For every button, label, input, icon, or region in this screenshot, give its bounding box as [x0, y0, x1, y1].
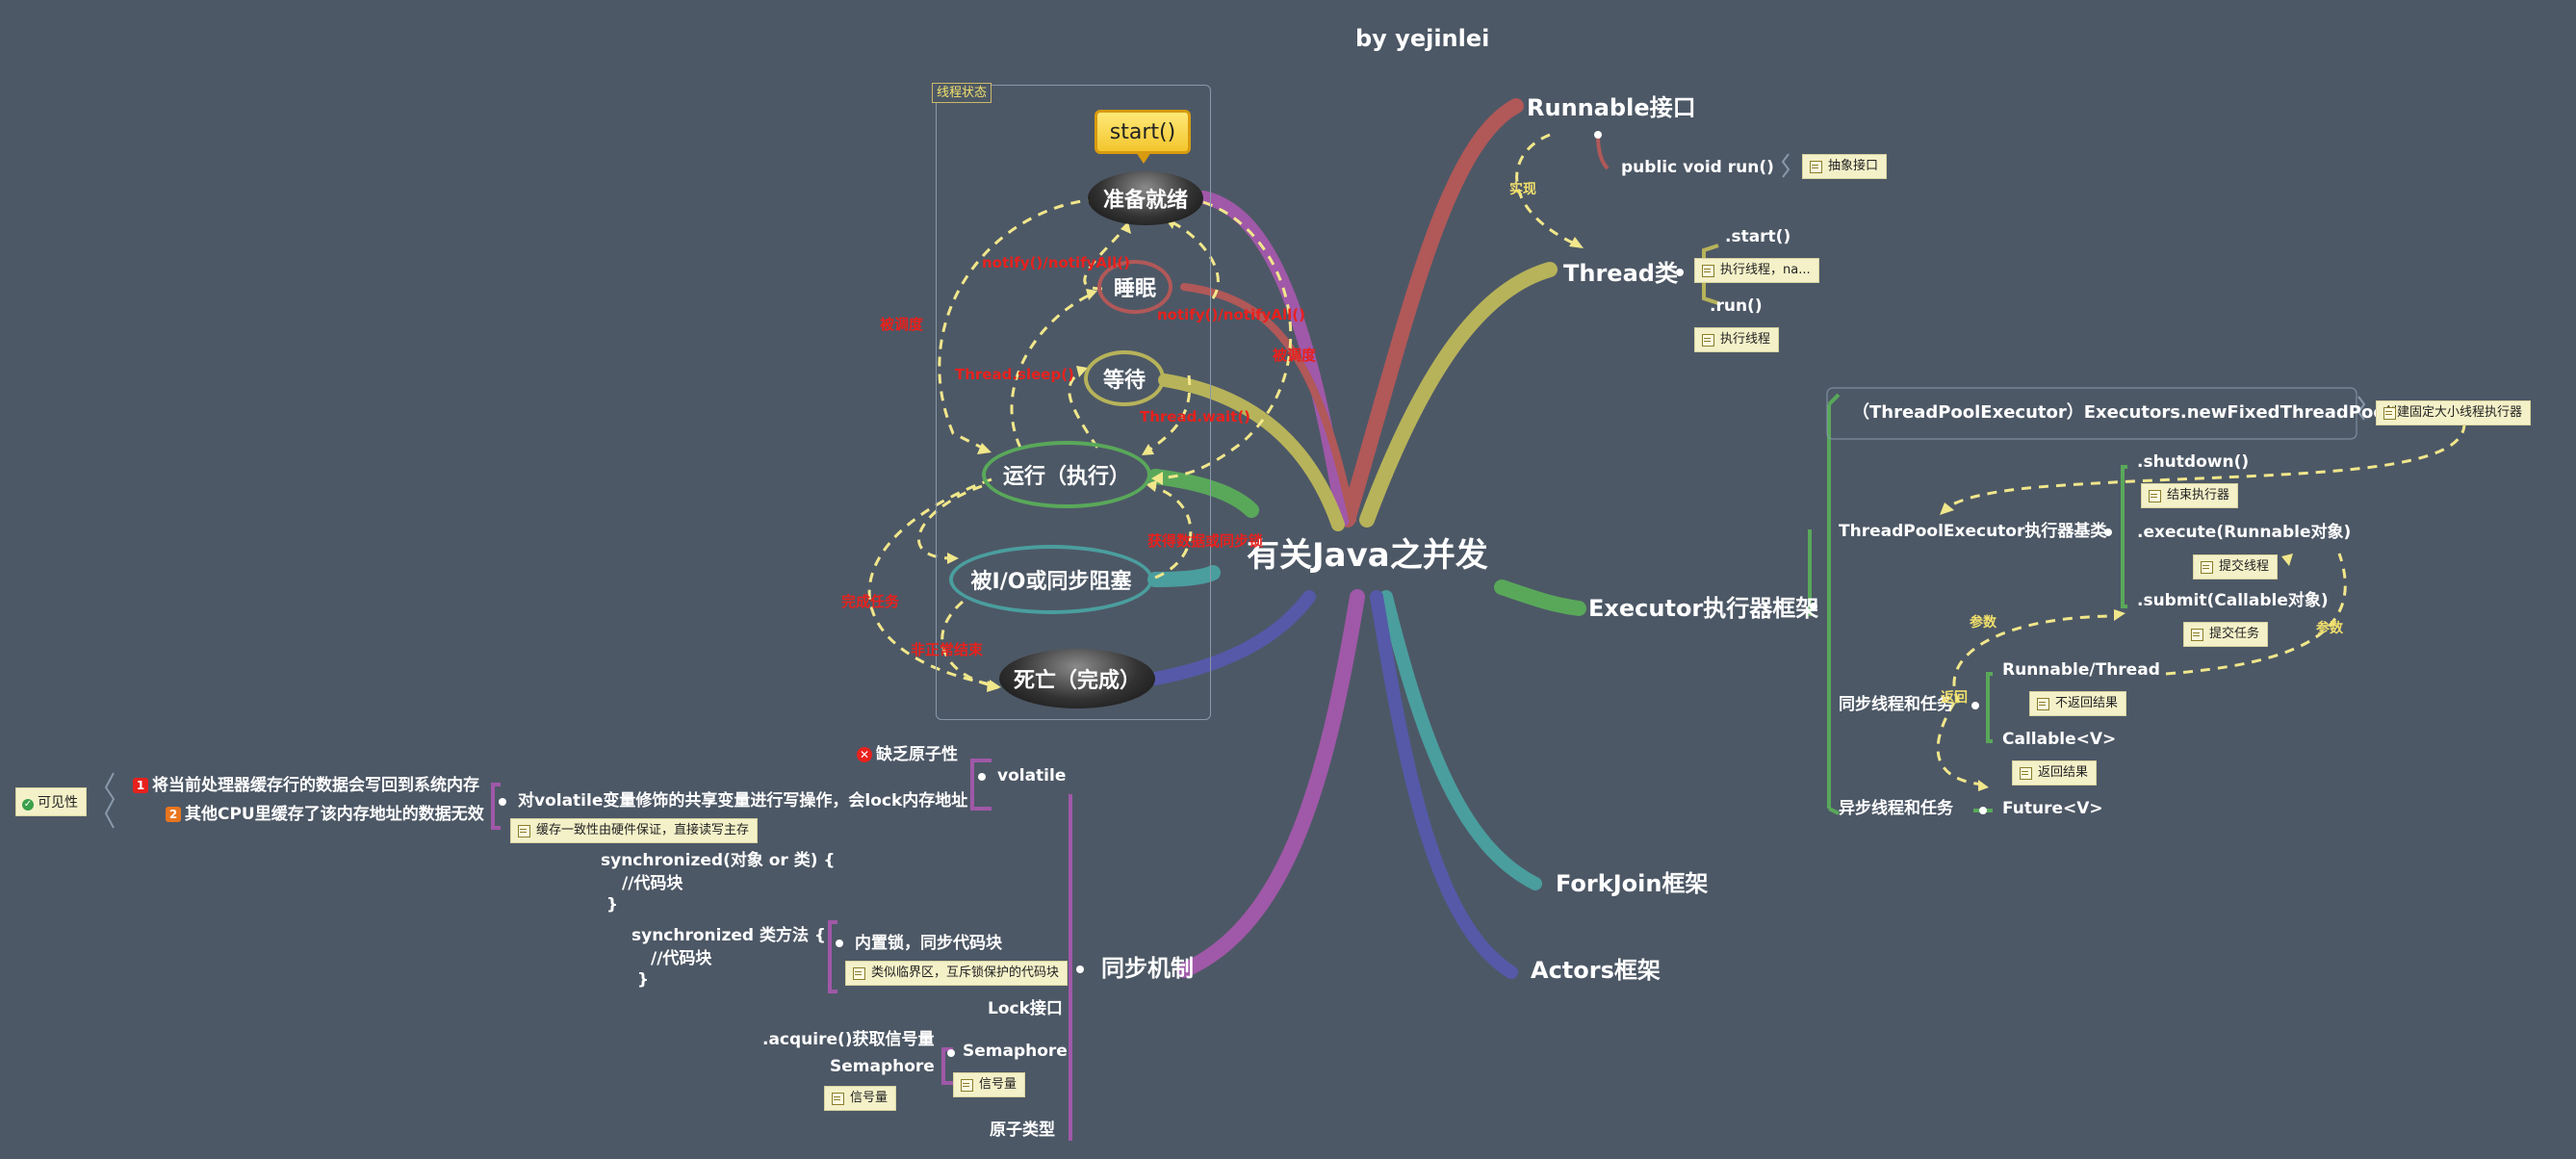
label-param-2: 参数	[2316, 621, 2343, 636]
sync-volatile-missing[interactable]: 缺乏原子性	[876, 745, 958, 764]
executor-shutdown[interactable]: .shutdown()	[2137, 452, 2250, 472]
executor-base[interactable]: ThreadPoolExecutor执行器基类	[1839, 522, 2107, 541]
sync-semaphore-left-note: 信号量	[824, 1086, 897, 1111]
sync-code2-line3: }	[637, 970, 650, 990]
visibility-item-2[interactable]: 其他CPU里缓存了该内存地址的数据无效	[185, 805, 484, 824]
thread-start-note: 执行线程，na...	[1694, 258, 1819, 283]
sync-semaphore[interactable]: Semaphore	[963, 1042, 1068, 1061]
state-ready[interactable]: 准备就绪	[1088, 171, 1203, 225]
thread-run-method[interactable]: .run()	[1710, 296, 1763, 316]
center-topic[interactable]: 有关Java之并发	[1247, 536, 1488, 575]
thread-state-tag: 线程状态	[932, 83, 992, 103]
label-return: 返回	[1941, 690, 1968, 706]
label-thread-wait: Thread.wait()	[1140, 408, 1251, 425]
thread-start-method[interactable]: .start()	[1725, 227, 1791, 246]
start-callout[interactable]: start()	[1095, 110, 1191, 154]
sync-code1-line3: }	[606, 895, 619, 914]
forkjoin-title[interactable]: ForkJoin框架	[1556, 870, 1709, 897]
label-scheduled: 被调度	[880, 316, 924, 333]
sync-lock[interactable]: Lock接口	[988, 999, 1063, 1018]
executor-title[interactable]: Executor执行器框架	[1588, 595, 1819, 622]
branch-forkjoin	[1379, 590, 1542, 890]
state-wait[interactable]: 等待	[1084, 350, 1165, 406]
sync-title[interactable]: 同步机制	[1101, 955, 1194, 982]
state-running-label: 运行（执行）	[1002, 465, 1130, 489]
label-notify-2: notify()/notifyAll()	[1157, 306, 1305, 323]
state-dead-label: 死亡（完成）	[1013, 669, 1141, 693]
executor-sync[interactable]: 同步线程和任务	[1839, 695, 1953, 714]
executor-future[interactable]: Future<V>	[2002, 799, 2103, 818]
sync-volatile-desc[interactable]: 对volatile变量修饰的共享变量进行写操作，会lock内存地址	[518, 791, 968, 811]
start-callout-label: start()	[1109, 119, 1176, 144]
label-exception: 非正常结束	[911, 641, 984, 658]
executor-factory-note: 创建固定大小线程执行器	[2376, 400, 2532, 425]
label-scheduled-2: 被调度	[1273, 347, 1317, 364]
label-finish: 完成任务	[841, 593, 900, 610]
branch-executor	[1494, 580, 1586, 616]
executor-runnable-thread-note: 不返回结果	[2029, 691, 2127, 716]
visibility-item-1[interactable]: 将当前处理器缓存行的数据会写回到系统内存	[152, 776, 479, 795]
state-sleep-label: 睡眠	[1113, 277, 1156, 301]
state-blocked[interactable]: 被I/O或同步阻塞	[949, 545, 1153, 614]
branch-dead	[1148, 590, 1316, 685]
branch-thread	[1359, 262, 1558, 528]
factory-box	[1826, 387, 2357, 440]
branch-runnable	[1340, 98, 1524, 528]
executor-callable-note: 返回结果	[2012, 760, 2098, 786]
sync-monitor[interactable]: 内置锁，同步代码块	[855, 934, 1002, 953]
sync-volatile[interactable]: volatile	[997, 766, 1067, 786]
branch-wait	[1158, 373, 1345, 531]
runnable-method-note: 抽象接口	[1802, 154, 1888, 179]
sync-code1-line2: //代码块	[622, 874, 683, 893]
executor-runnable-thread[interactable]: Runnable/Thread	[2002, 660, 2160, 680]
sync-code2-line2: //代码块	[651, 949, 712, 968]
sync-semaphore-note: 信号量	[953, 1072, 1026, 1097]
state-dead[interactable]: 死亡（完成）	[999, 649, 1155, 708]
branch-actors	[1370, 590, 1518, 979]
visibility-label: 可见性	[38, 795, 78, 811]
runnable-method[interactable]: public void run()	[1621, 158, 1774, 177]
sync-atomic[interactable]: 原子类型	[990, 1120, 1055, 1140]
state-sleep[interactable]: 睡眠	[1097, 260, 1172, 314]
branch-ready	[1197, 191, 1350, 527]
runnable-title[interactable]: Runnable接口	[1527, 94, 1696, 121]
actors-title[interactable]: Actors框架	[1531, 957, 1661, 984]
sync-monitor-note: 类似临界区，互斥锁保护的代码块	[845, 961, 1069, 986]
thread-class-title[interactable]: Thread类	[1563, 260, 1678, 287]
label-thread-sleep: Thread.sleep()	[955, 366, 1074, 383]
sync-acquire[interactable]: .acquire()获取信号量	[762, 1030, 935, 1049]
thread-run-note: 执行线程	[1694, 327, 1780, 352]
label-param-1: 参数	[1970, 615, 1996, 631]
executor-submit[interactable]: .submit(Callable对象)	[2137, 591, 2329, 610]
start-callout-pointer	[1136, 152, 1151, 164]
sync-code2-line1: synchronized 类方法 {	[631, 926, 827, 945]
branch-sleep	[1180, 283, 1356, 524]
state-ready-label: 准备就绪	[1102, 189, 1188, 213]
sync-semaphore-left[interactable]: Semaphore	[830, 1057, 935, 1076]
visibility-tag[interactable]: ✓ 可见性	[15, 787, 87, 816]
executor-submit-note: 提交任务	[2183, 622, 2269, 647]
thread-state-frame	[936, 85, 1211, 720]
state-running[interactable]: 运行（执行）	[982, 441, 1151, 508]
executor-callable[interactable]: Callable<V>	[2002, 730, 2117, 749]
sync-volatile-note: 缓存一致性由硬件保证，直接读写主存	[510, 818, 759, 843]
executor-shutdown-note: 结束执行器	[2141, 483, 2239, 508]
author-label: by yejinlei	[1355, 25, 1490, 52]
executor-factory[interactable]: （ThreadPoolExecutor）Executors.newFixedTh…	[1852, 402, 2422, 423]
priority-2-icon: 2	[166, 807, 181, 822]
executor-execute-note: 提交线程	[2193, 554, 2279, 580]
branch-sync	[1176, 589, 1365, 978]
label-notify-1: notify()/notifyAll()	[982, 254, 1130, 271]
label-implements: 实现	[1509, 182, 1536, 197]
executor-execute[interactable]: .execute(Runnable对象)	[2137, 523, 2352, 542]
state-blocked-label: 被I/O或同步阻塞	[970, 570, 1132, 594]
executor-async[interactable]: 异步线程和任务	[1839, 799, 1953, 818]
check-icon: ✓	[22, 799, 34, 811]
state-wait-label: 等待	[1102, 369, 1146, 393]
label-got-data: 获得数据或同步锁	[1147, 532, 1264, 550]
sync-code1-line1: synchronized(对象 or 类) {	[601, 851, 836, 870]
error-icon: ✕	[857, 747, 872, 762]
priority-1-icon: 1	[133, 778, 148, 793]
